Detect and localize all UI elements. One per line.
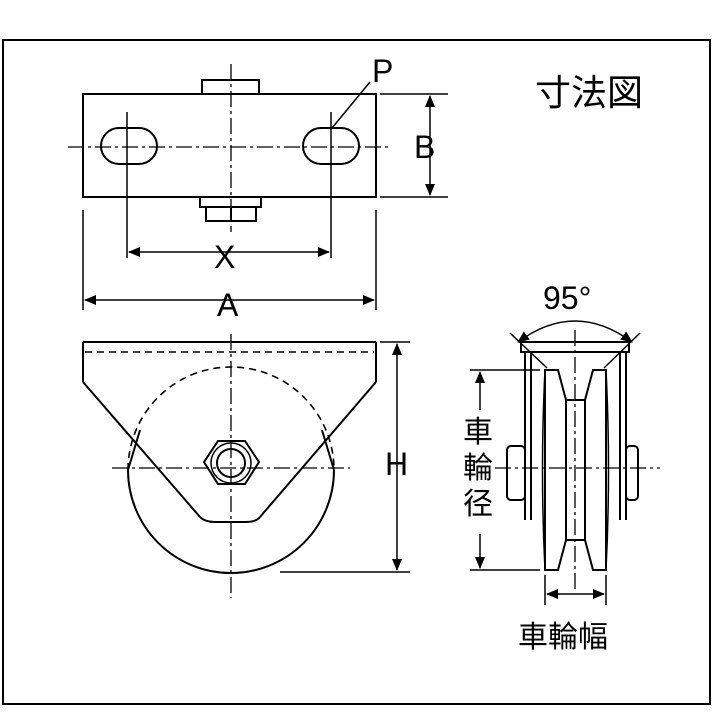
- label-x: X: [214, 239, 235, 275]
- label-p: P: [372, 53, 393, 89]
- label-angle: 95°: [543, 280, 591, 316]
- label-wheel-diameter-2: 輪: [463, 451, 493, 486]
- drawing-title: 寸法図: [535, 73, 643, 114]
- side-view-caster: [470, 320, 660, 605]
- label-b: B: [414, 129, 435, 165]
- top-view-plate: [68, 64, 448, 310]
- label-h: H: [385, 446, 408, 482]
- drawing-frame: [2, 39, 711, 705]
- label-wheel-width: 車輪幅: [518, 620, 608, 655]
- label-wheel-diameter-1: 車: [463, 415, 493, 450]
- front-view-caster: [82, 334, 410, 598]
- mounting-slot-left: [100, 127, 158, 165]
- label-a: A: [217, 287, 239, 323]
- label-wheel-diameter-3: 径: [463, 487, 493, 522]
- p-leader: [331, 81, 371, 129]
